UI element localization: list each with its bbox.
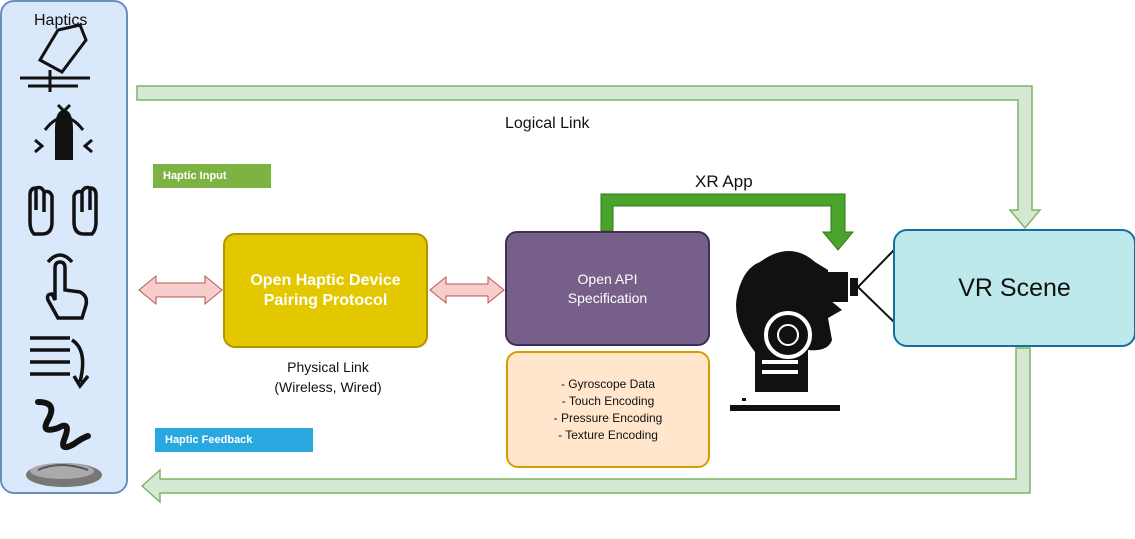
press-button-icon	[34, 103, 93, 160]
pairing-protocol-box: Open Haptic Device Pairing Protocol	[223, 233, 428, 348]
xr-app-arrow	[600, 193, 855, 251]
haptic-input-tag: Haptic Input	[153, 164, 271, 188]
physical-link-arrow-left	[138, 274, 223, 306]
vr-headset-person-icon	[730, 251, 858, 411]
encoding-item: - Pressure Encoding	[553, 410, 663, 425]
logical-link-arrow	[136, 85, 1042, 230]
xr-app-label: XR App	[695, 172, 753, 191]
physical-link-label: Physical Link (Wireless, Wired)	[258, 357, 398, 397]
view-cone	[857, 249, 895, 323]
pairing-line-2: Pairing Protocol	[263, 291, 388, 309]
encoding-item: - Touch Encoding	[561, 393, 655, 408]
finger-tap-icon	[45, 253, 89, 320]
physical-link-line-2: (Wireless, Wired)	[274, 379, 382, 395]
squiggle-gesture-icon	[35, 399, 91, 451]
open-api-box: Open API Specification	[505, 231, 710, 346]
haptic-feedback-tag: Haptic Feedback	[155, 428, 313, 452]
touch-stylus-icon	[20, 23, 90, 92]
feedback-arrow	[140, 347, 1031, 504]
haptics-panel	[0, 0, 128, 494]
encoding-item: - Texture Encoding	[558, 427, 658, 442]
vr-scene-box: VR Scene	[893, 229, 1135, 347]
scroll-down-icon	[30, 336, 90, 390]
haptics-icon-strip	[20, 23, 102, 487]
open-api-label: Open API Specification	[567, 270, 648, 306]
haptics-title: Haptics	[34, 12, 88, 29]
encodings-box: - Gyroscope Data - Touch Encoding - Pres…	[506, 351, 710, 468]
physical-link-line-1: Physical Link	[287, 359, 369, 375]
gloves-icon	[28, 185, 98, 236]
pairing-line-1: Open Haptic Device	[250, 271, 401, 289]
texture-surface-icon	[26, 463, 102, 487]
encoding-item: - Gyroscope Data	[560, 376, 656, 391]
api-link-arrow	[429, 275, 505, 305]
vr-scene-label: VR Scene	[958, 273, 1071, 302]
logical-link-label: Logical Link	[505, 115, 590, 132]
